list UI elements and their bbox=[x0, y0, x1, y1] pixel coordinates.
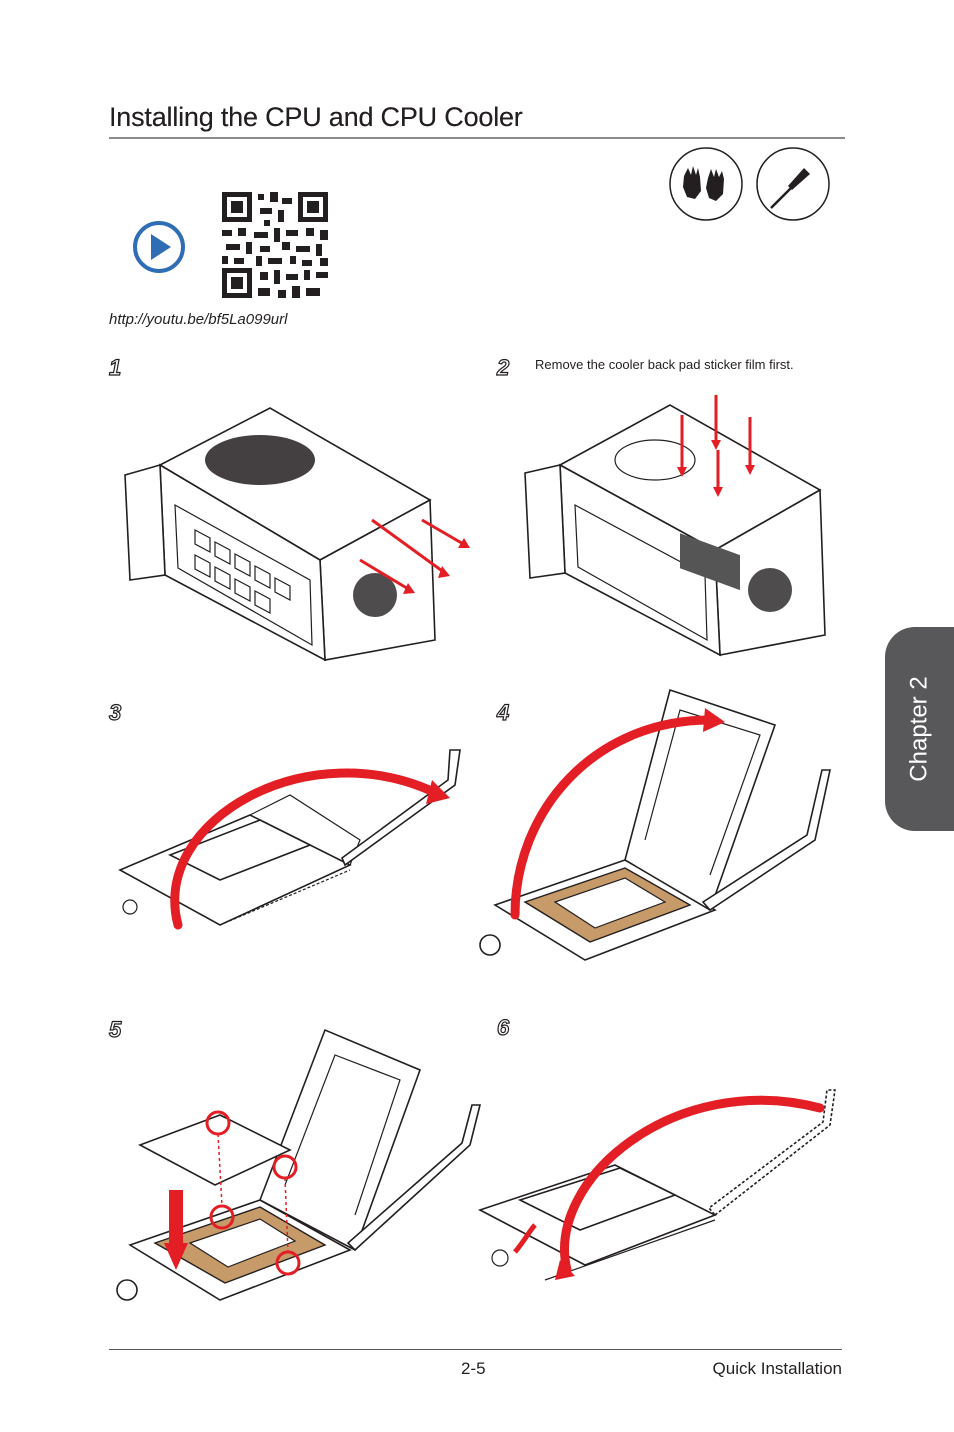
play-icon[interactable] bbox=[132, 220, 186, 274]
page-title: Installing the CPU and CPU Cooler bbox=[109, 102, 523, 132]
screwdriver-icon bbox=[756, 147, 830, 221]
step-4-illustration bbox=[479, 688, 831, 961]
chapter-tab[interactable]: Chapter 2 bbox=[885, 627, 954, 831]
qr-code[interactable] bbox=[220, 190, 330, 300]
step-2-illustration bbox=[524, 395, 826, 657]
step-5-illustration bbox=[116, 1028, 482, 1301]
step-2-note: Remove the cooler back pad sticker film … bbox=[535, 357, 794, 372]
video-url[interactable]: http://youtu.be/bf5La099url bbox=[109, 311, 288, 328]
step-6-illustration bbox=[477, 1089, 836, 1281]
footer-divider bbox=[109, 1349, 842, 1350]
step-number-4: 4 bbox=[496, 699, 510, 725]
footer-section-name: Quick Installation bbox=[712, 1359, 842, 1378]
page-number: 2-5 bbox=[461, 1359, 486, 1378]
vent-grille bbox=[205, 435, 315, 485]
step-number-2: 2 bbox=[496, 354, 510, 380]
step-1-illustration bbox=[124, 407, 470, 662]
step-number-1: 1 bbox=[108, 354, 122, 380]
step-number-5: 5 bbox=[108, 1016, 122, 1042]
chapter-tab-label: Chapter 2 bbox=[905, 676, 933, 782]
step-number-3: 3 bbox=[108, 699, 122, 725]
step-3-illustration bbox=[118, 749, 461, 930]
gloves-icon bbox=[669, 147, 743, 221]
step-number-6: 6 bbox=[496, 1014, 510, 1040]
title-divider bbox=[109, 137, 845, 139]
tools-required bbox=[669, 147, 830, 221]
